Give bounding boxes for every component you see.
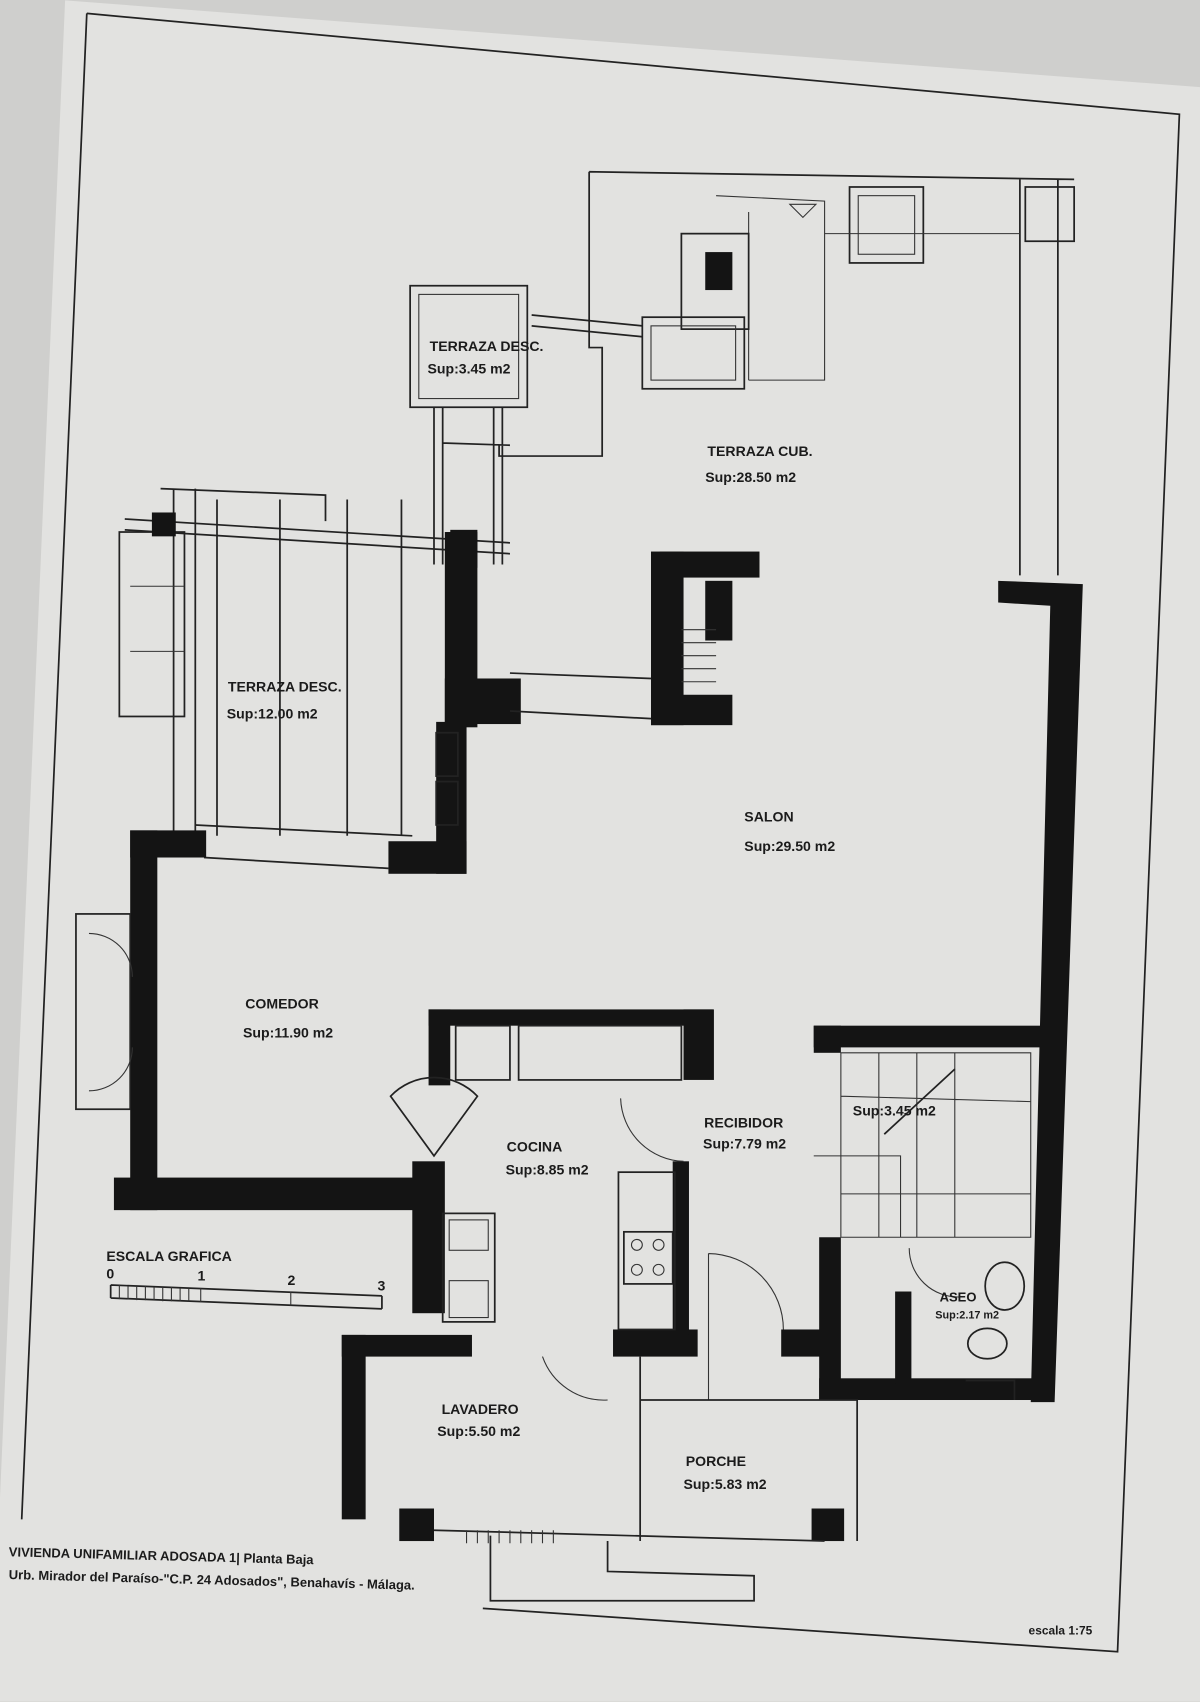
terraza-cubierta-lines [498, 170, 1076, 576]
room-label-salon: SALON Sup:29.50 m2 [744, 809, 835, 854]
svg-text:1: 1 [197, 1268, 205, 1284]
drawing-frame [20, 12, 1181, 1653]
svg-text:ASEO: ASEO [940, 1289, 977, 1304]
svg-text:LAVADERO: LAVADERO [442, 1401, 519, 1417]
svg-text:escala 1:75: escala 1:75 [1029, 1623, 1093, 1637]
room-label-comedor: COMEDOR Sup:11.90 m2 [243, 995, 333, 1040]
room-label-terraza-cub: TERRAZA CUB. Sup:28.50 m2 [705, 443, 812, 485]
svg-text:ESCALA GRAFICA: ESCALA GRAFICA [106, 1248, 232, 1264]
svg-text:TERRAZA DESC.: TERRAZA DESC. [430, 338, 544, 354]
room-label-stairs: Sup:3.45 m2 [853, 1103, 936, 1119]
svg-text:Sup:11.90 m2: Sup:11.90 m2 [243, 1025, 333, 1041]
room-label-terraza-desc-small: TERRAZA DESC. Sup:3.45 m2 [427, 338, 543, 377]
svg-text:COCINA: COCINA [507, 1139, 563, 1155]
scale-bar: ESCALA GRAFICA 0 1 2 3 [106, 1248, 386, 1310]
svg-text:Sup:5.83 m2: Sup:5.83 m2 [684, 1476, 767, 1492]
svg-text:PORCHE: PORCHE [686, 1453, 746, 1469]
room-label-porche: PORCHE Sup:5.83 m2 [684, 1453, 767, 1492]
room-label-terraza-desc-large: TERRAZA DESC. Sup:12.00 m2 [227, 679, 342, 722]
svg-text:Sup:28.50 m2: Sup:28.50 m2 [705, 469, 796, 485]
svg-text:TERRAZA DESC.: TERRAZA DESC. [228, 679, 342, 695]
svg-text:2: 2 [288, 1272, 296, 1288]
svg-text:Sup:12.00 m2: Sup:12.00 m2 [227, 706, 318, 722]
terraza-small-lines [409, 284, 529, 565]
svg-text:Sup:7.79 m2: Sup:7.79 m2 [703, 1135, 786, 1151]
svg-text:0: 0 [106, 1265, 114, 1281]
walls [113, 532, 1083, 1542]
room-label-lavadero: LAVADERO Sup:5.50 m2 [437, 1401, 520, 1439]
svg-text:Sup:2.17 m2: Sup:2.17 m2 [935, 1310, 999, 1322]
room-label-cocina: COCINA Sup:8.85 m2 [506, 1139, 589, 1178]
svg-text:Sup:3.45 m2: Sup:3.45 m2 [427, 361, 510, 377]
svg-text:Sup:8.85 m2: Sup:8.85 m2 [506, 1161, 589, 1177]
room-label-aseo: ASEO Sup:2.17 m2 [935, 1289, 999, 1321]
svg-text:SALON: SALON [744, 809, 793, 825]
svg-text:Sup:5.50 m2: Sup:5.50 m2 [437, 1423, 520, 1439]
svg-text:Sup:3.45 m2: Sup:3.45 m2 [853, 1103, 936, 1119]
svg-text:TERRAZA CUB.: TERRAZA CUB. [707, 443, 812, 459]
fixtures [75, 913, 1032, 1602]
svg-text:Sup:29.50 m2: Sup:29.50 m2 [744, 838, 835, 854]
svg-text:3: 3 [378, 1277, 386, 1293]
room-label-recibidor: RECIBIDOR Sup:7.79 m2 [703, 1115, 786, 1152]
svg-text:RECIBIDOR: RECIBIDOR [704, 1115, 783, 1131]
svg-text:COMEDOR: COMEDOR [245, 995, 319, 1011]
